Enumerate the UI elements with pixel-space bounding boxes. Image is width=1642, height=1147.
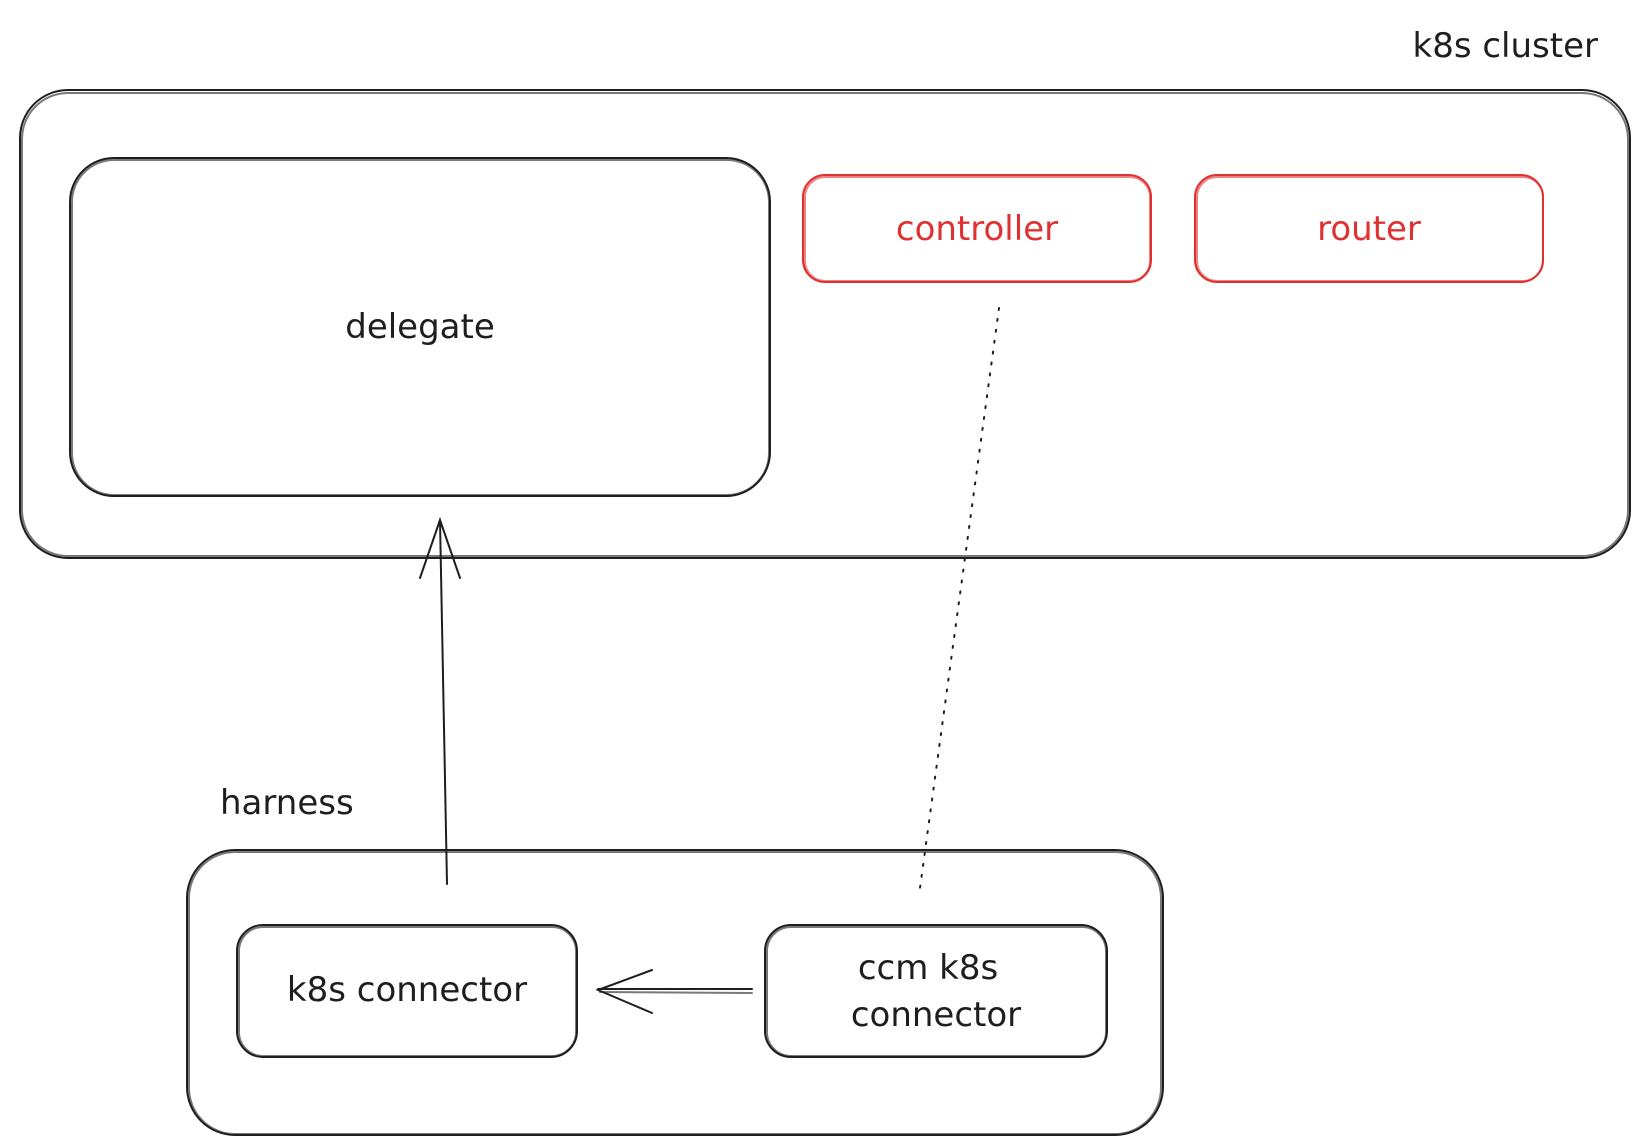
arrow-shaft [439,519,448,885]
arrow-head [419,516,461,579]
controller-box-sketch [804,176,1151,282]
ccm-k8s-connector-box-sketch [766,926,1107,1057]
ccm-k8s-connector-box [764,924,1108,1058]
arrow-ccm-to-k8s-connector [595,969,753,1014]
arrow-head [595,969,653,1014]
controller-label: controller [896,209,1058,249]
k8s-cluster-container-sketch [21,92,1629,557]
ccm-k8s-connector-label-line1: ccm k8s [858,948,998,988]
k8s-connector-label: k8s connector [287,970,527,1010]
k8s-connector-box-sketch [238,926,577,1057]
harness-group: harness k8s connector ccm k8s connector [186,783,1164,1136]
arrow-k8s-connector-to-delegate [419,516,461,885]
router-box-sketch [1196,176,1544,282]
arrow-shaft-sketch [599,991,753,994]
delegate-label: delegate [345,307,495,347]
harness-container-sketch [188,851,1162,1135]
dotted-link-controller-to-ccm [919,307,1000,889]
router-label: router [1317,209,1421,249]
k8s-cluster-group: k8s cluster delegate controller router [19,26,1631,559]
k8s-cluster-title: k8s cluster [1413,26,1598,66]
ccm-k8s-connector-label-line2: connector [851,995,1021,1035]
k8s-cluster-container [19,89,1631,559]
harness-title: harness [220,783,354,823]
delegate-box-sketch [71,159,770,496]
